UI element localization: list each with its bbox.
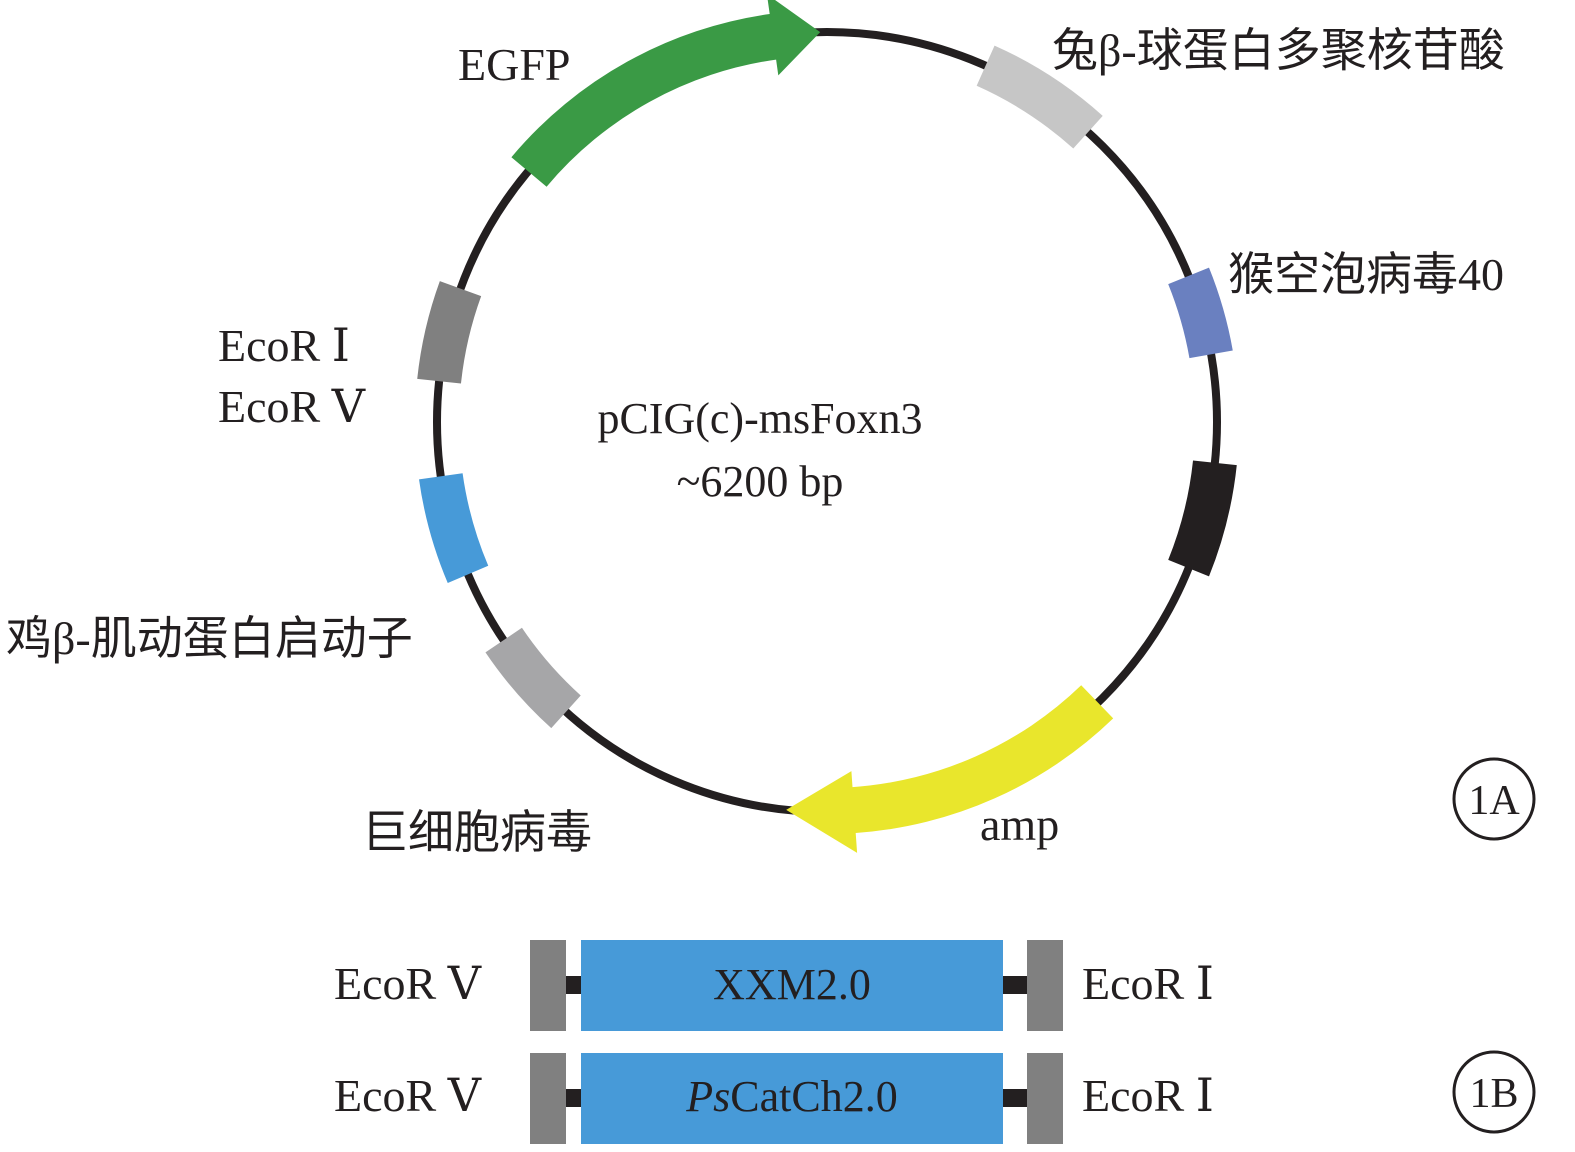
construct-1-right-linker bbox=[1003, 976, 1027, 994]
cmv-label: 巨细胞病毒 bbox=[362, 807, 592, 858]
panel-a-label: 1A bbox=[1468, 778, 1520, 824]
amp-arrow bbox=[786, 685, 1114, 853]
construct-2-right-site: EcoR Ⅰ bbox=[1082, 1070, 1214, 1121]
construct-2-left-site: EcoR Ⅴ bbox=[334, 1070, 482, 1121]
construct-1-right-flank bbox=[1027, 940, 1063, 1031]
panel-b-circle bbox=[1452, 1050, 1536, 1134]
construct-2-left-flank bbox=[530, 1053, 566, 1144]
sv40-label: 猴空泡病毒40 bbox=[1228, 249, 1504, 300]
construct-1-left-flank bbox=[530, 940, 566, 1031]
panel-a-marker: 1A bbox=[1452, 757, 1536, 841]
construct-row-1: EcoR Ⅴ XXM2.0 EcoR Ⅰ bbox=[334, 940, 1214, 1031]
ecori-site-label: EcoR Ⅰ bbox=[218, 320, 350, 371]
sv40-segment bbox=[1168, 267, 1233, 359]
construct-2-right-flank bbox=[1027, 1053, 1063, 1144]
panel-b-label: 1B bbox=[1469, 1071, 1518, 1117]
construct-1-left-linker bbox=[566, 976, 581, 994]
construct-2-left-linker bbox=[566, 1089, 581, 1107]
construct-1-insert-label: XXM2.0 bbox=[713, 960, 871, 1009]
plasmid-map: EGFP 兔β-球蛋白多聚核苷酸 猴空泡病毒40 amp 巨细胞病毒 鸡β-肌动… bbox=[6, 0, 1505, 858]
dark-marker-segment bbox=[1168, 460, 1237, 577]
construct-1-insert bbox=[581, 940, 1003, 1031]
construct-row-2: EcoR Ⅴ PsCatCh2.0 EcoR Ⅰ bbox=[334, 1053, 1214, 1144]
construct-1-right-site: EcoR Ⅰ bbox=[1082, 958, 1214, 1009]
rabbit-beta-globin-polya-segment bbox=[976, 45, 1103, 149]
construct-2-right-linker bbox=[1003, 1089, 1027, 1107]
chicken-beta-actin-promoter-segment bbox=[419, 472, 489, 583]
ecorv-site-label: EcoR Ⅴ bbox=[218, 381, 366, 432]
plasmid-size: ~6200 bp bbox=[677, 457, 844, 506]
egfp-label: EGFP bbox=[458, 39, 570, 90]
construct-2-insert-label: PsCatCh2.0 bbox=[685, 1072, 897, 1121]
panel-a-circle bbox=[1452, 757, 1536, 841]
construct-2-insert bbox=[581, 1053, 1003, 1144]
plasmid-name: pCIG(c)-msFoxn3 bbox=[597, 394, 922, 443]
polya-label: 兔β-球蛋白多聚核苷酸 bbox=[1052, 25, 1505, 76]
cmv-segment bbox=[485, 627, 581, 729]
panel-b-marker: 1B bbox=[1452, 1050, 1536, 1134]
cba-label: 鸡β-肌动蛋白启动子 bbox=[6, 613, 413, 664]
amp-label: amp bbox=[980, 799, 1059, 850]
egfp-arrow bbox=[511, 0, 821, 187]
ecori-ecorv-site-segment bbox=[417, 281, 482, 384]
construct-1-left-site: EcoR Ⅴ bbox=[334, 958, 482, 1009]
